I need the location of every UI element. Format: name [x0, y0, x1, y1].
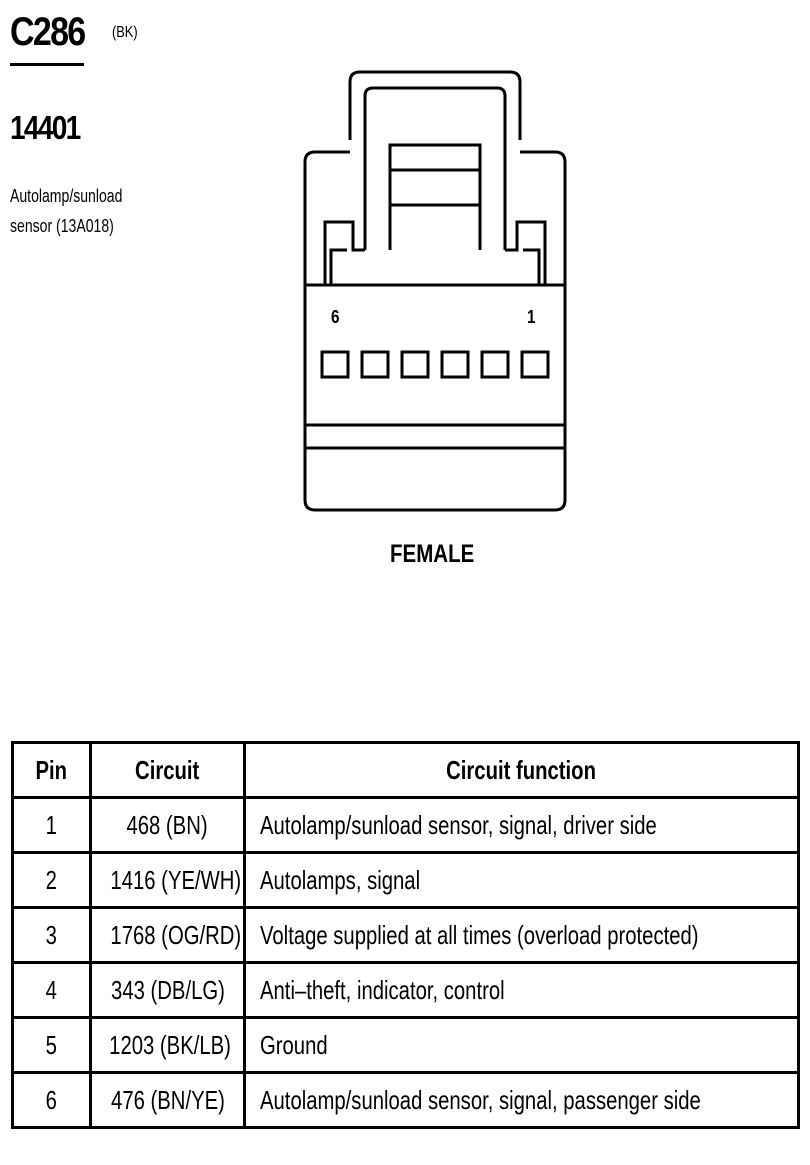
- connector-id: C286: [10, 10, 86, 54]
- cell-function: Voltage supplied at all times (overload …: [243, 906, 800, 964]
- cell-pin: 2: [11, 851, 92, 909]
- cell-function: Autolamps, signal: [243, 851, 800, 909]
- connector-lock-latch: [388, 143, 482, 250]
- connector-guide-right: [505, 220, 547, 285]
- part-number: 14401: [10, 109, 81, 146]
- cell-circuit: 468 (BN): [89, 796, 246, 854]
- cell-function: Autolamp/sunload sensor, signal, passeng…: [243, 1071, 800, 1129]
- cell-pin: 1: [11, 796, 92, 854]
- pin-cavity: [400, 350, 430, 379]
- cell-circuit: 476 (BN/YE): [89, 1071, 246, 1129]
- connector-guide-right-inner: [523, 248, 541, 285]
- cell-circuit: 1416 (YE/WH): [89, 851, 246, 909]
- pin-cavity: [360, 350, 390, 379]
- connector-lock-tab-inner: [363, 86, 507, 250]
- connector-housing: [303, 150, 567, 512]
- cell-pin: 4: [11, 961, 92, 1019]
- cell-function: Ground: [243, 1016, 800, 1074]
- title-underline: [10, 63, 84, 66]
- pin-cavity: [440, 350, 470, 379]
- component-description-line1: Autolamp/sunload: [10, 186, 123, 206]
- component-description-line2: sensor (13A018): [10, 216, 114, 236]
- pin-cavity: [520, 350, 550, 379]
- pin-number-label-left: 6: [331, 307, 340, 327]
- pin-number-label-right: 1: [527, 307, 536, 327]
- table-header-row: Pin Circuit Circuit function: [11, 741, 800, 799]
- table-row: 6 476 (BN/YE) Autolamp/sunload sensor, s…: [11, 1071, 800, 1129]
- cell-pin: 3: [11, 906, 92, 964]
- table-row: 1 468 (BN) Autolamp/sunload sensor, sign…: [11, 796, 800, 854]
- pin-cavity: [480, 350, 510, 379]
- connector-gender-label: FEMALE: [390, 540, 475, 568]
- cell-pin: 5: [11, 1016, 92, 1074]
- cell-function: Autolamp/sunload sensor, signal, driver …: [243, 796, 800, 854]
- table-row: 4 343 (DB/LG) Anti–theft, indicator, con…: [11, 961, 800, 1019]
- header-circuit: Circuit: [89, 741, 246, 799]
- pin-cavity: [320, 350, 350, 379]
- pin-table: Pin Circuit Circuit function 1 468 (BN) …: [11, 741, 800, 1129]
- header-pin: Pin: [11, 741, 92, 799]
- connector-lock-tab: [348, 70, 522, 140]
- cell-circuit: 1203 (BK/LB): [89, 1016, 246, 1074]
- table-row: 5 1203 (BK/LB) Ground: [11, 1016, 800, 1074]
- connector-face-diagram: [303, 70, 567, 512]
- cell-function: Anti–theft, indicator, control: [243, 961, 800, 1019]
- cell-pin: 6: [11, 1071, 92, 1129]
- cell-circuit: 1768 (OG/RD): [89, 906, 246, 964]
- header-circuit-function: Circuit function: [243, 741, 800, 799]
- connector-guide-left-inner: [329, 248, 347, 285]
- table-row: 2 1416 (YE/WH) Autolamps, signal: [11, 851, 800, 909]
- cell-circuit: 343 (DB/LG): [89, 961, 246, 1019]
- table-row: 3 1768 (OG/RD) Voltage supplied at all t…: [11, 906, 800, 964]
- connector-color: (BK): [112, 24, 138, 41]
- pin-cavities: [320, 350, 550, 379]
- connector-guide-left: [323, 220, 365, 285]
